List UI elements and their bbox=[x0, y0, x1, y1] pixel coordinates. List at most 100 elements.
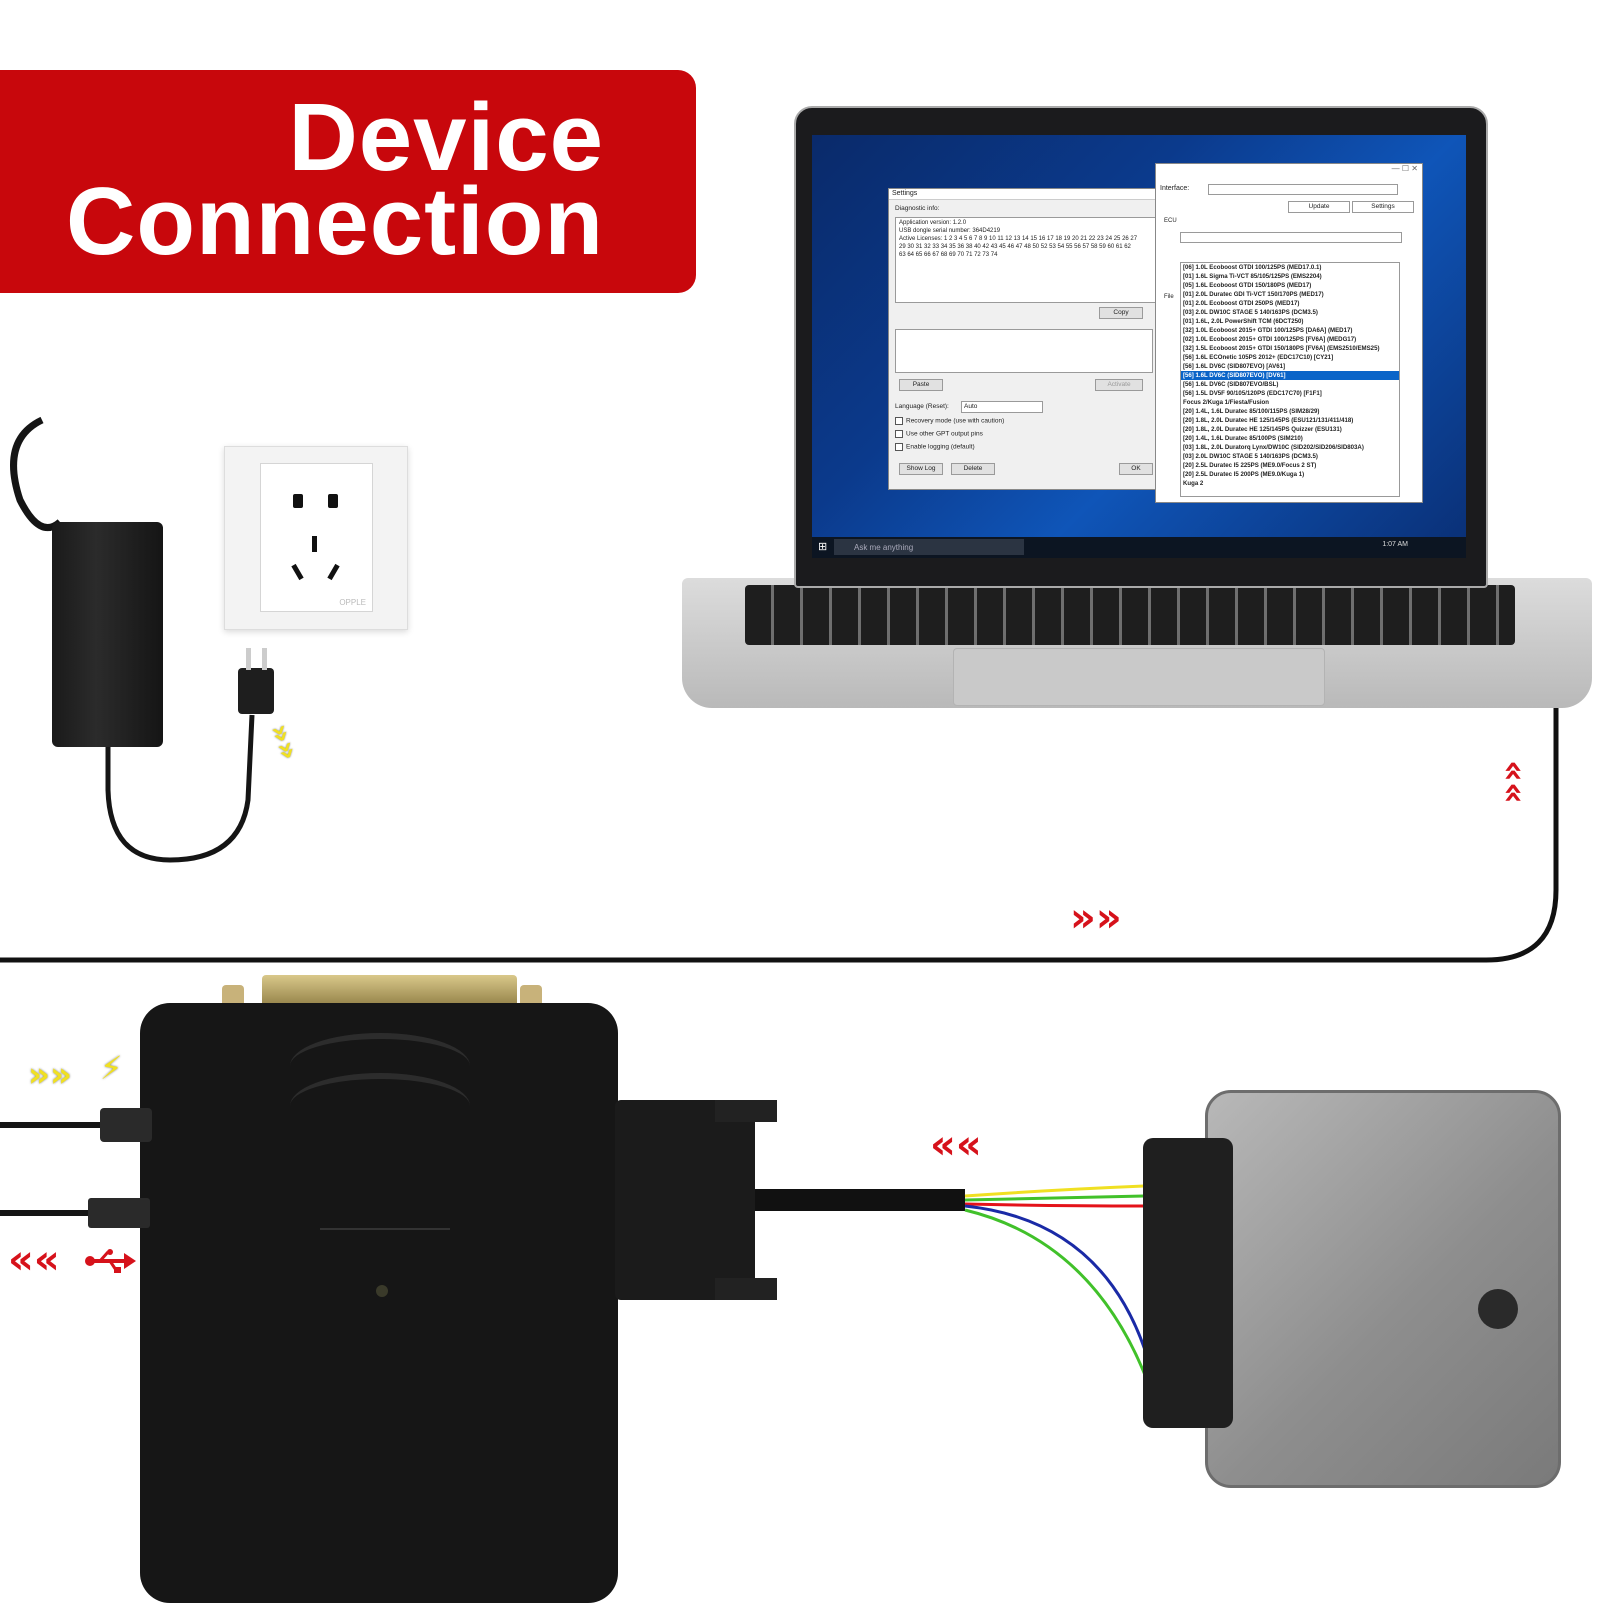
usb-plug bbox=[88, 1198, 150, 1228]
chevron-arrows-icon: «« bbox=[8, 1237, 60, 1283]
socket-slot-ground bbox=[312, 536, 317, 552]
power-jack bbox=[100, 1108, 152, 1142]
wire-red bbox=[964, 1202, 1146, 1208]
chevron-arrows-icon: «« bbox=[930, 1122, 982, 1168]
logging-checkbox[interactable]: Enable logging (default) bbox=[895, 443, 975, 451]
wire-green-1 bbox=[964, 1194, 1146, 1202]
ecu-list-item[interactable]: [02] 1.0L Ecoboost 2015+ GTDI 100/125PS … bbox=[1183, 336, 1357, 343]
main-settings-button[interactable]: Settings bbox=[1352, 201, 1414, 213]
laptop-keyboard bbox=[745, 585, 1515, 645]
db-cable-plug bbox=[615, 1100, 755, 1300]
ecu-list-item[interactable]: [56] 1.5L DV5F 90/105/120PS (EDC17C70) [… bbox=[1183, 390, 1322, 397]
ecu-vent bbox=[1478, 1289, 1518, 1329]
socket-slot-lower-right bbox=[327, 563, 340, 581]
diag-label: Diagnostic info: bbox=[895, 205, 940, 212]
ecu-label: ECU bbox=[1164, 218, 1177, 224]
chevron-arrows-icon: »» bbox=[1491, 760, 1532, 804]
ecu-list-item[interactable]: [01] 1.6L, 2.0L PowerShift TCM (6DCT250) bbox=[1183, 318, 1304, 325]
ecu-select[interactable] bbox=[1180, 232, 1402, 243]
socket-slot-right bbox=[328, 494, 338, 508]
show-log-button[interactable]: Show Log bbox=[899, 463, 943, 475]
ecu-unit bbox=[1205, 1090, 1561, 1488]
device-divider bbox=[320, 1228, 450, 1230]
ecu-list-item[interactable]: [20] 2.5L Duratec I5 200PS (ME9.0/Kuga 1… bbox=[1183, 471, 1305, 478]
ecu-list-item[interactable]: [20] 1.8L, 2.0L Duratec HE 125/145PS (ES… bbox=[1183, 417, 1354, 424]
ecu-connector bbox=[1143, 1138, 1233, 1428]
plug-thumbscrew-top bbox=[715, 1100, 777, 1122]
power-plug bbox=[238, 668, 274, 714]
ecu-list-item[interactable]: [56] 1.6L ECOnetic 105PS 2012+ (EDC17C10… bbox=[1183, 354, 1334, 361]
plug-thumbscrew-bottom bbox=[715, 1278, 777, 1300]
ecu-list-item[interactable]: [03] 2.0L DW10C STAGE 5 140/163PS (DCM3.… bbox=[1183, 453, 1318, 460]
paste-button[interactable]: Paste bbox=[899, 379, 943, 391]
taskbar-clock: 1:07 AM bbox=[1382, 541, 1408, 548]
plug-pin-left bbox=[246, 648, 251, 670]
wire-blue bbox=[964, 1204, 1147, 1351]
connector-screw-left bbox=[222, 985, 244, 1007]
window-controls[interactable]: — ☐ ✕ bbox=[1391, 164, 1418, 173]
outlet-face: OPPLE bbox=[260, 463, 373, 612]
outlet-brand: OPPLE bbox=[339, 598, 366, 607]
ecu-list[interactable]: [06] 1.0L Ecoboost GTDI 100/125PS (MED17… bbox=[1180, 262, 1400, 497]
device-arc-mid bbox=[290, 1073, 470, 1139]
title-line-1: Device bbox=[288, 84, 604, 191]
ecu-list-item[interactable]: [20] 1.4L, 1.6L Duratec 85/100/115PS (SI… bbox=[1183, 408, 1320, 415]
ok-button[interactable]: OK bbox=[1119, 463, 1153, 475]
adapter-input-cord bbox=[10, 416, 63, 531]
gpt-checkbox[interactable]: Use other GPT output pins bbox=[895, 430, 983, 438]
interface-label: Interface: bbox=[1160, 185, 1190, 192]
ecu-list-item[interactable]: [32] 1.5L Ecoboost 2015+ GTDI 150/180PS … bbox=[1183, 345, 1380, 352]
file-label: File bbox=[1164, 294, 1174, 300]
laptop-usb-cable bbox=[0, 705, 1559, 963]
main-window: — ☐ ✕ Interface: Update Settings ECU Fil… bbox=[1155, 163, 1423, 503]
chevron-arrows-icon: »» bbox=[1070, 895, 1122, 941]
ecu-list-item[interactable]: [01] 2.0L Duratec GDI Ti-VCT 150/170PS (… bbox=[1183, 291, 1324, 298]
license-input[interactable] bbox=[895, 329, 1153, 373]
ecu-list-item[interactable]: [06] 1.0L Ecoboost GTDI 100/125PS (MED17… bbox=[1183, 264, 1322, 271]
update-button[interactable]: Update bbox=[1288, 201, 1350, 213]
settings-window: Settings Diagnostic info: Application ve… bbox=[888, 188, 1160, 490]
recovery-checkbox[interactable]: Recovery mode (use with caution) bbox=[895, 417, 1004, 425]
delete-button[interactable]: Delete bbox=[951, 463, 995, 475]
wire-yellow bbox=[964, 1184, 1146, 1198]
language-label: Language (Reset): bbox=[895, 403, 949, 410]
ecu-list-item[interactable]: Kuga 2 bbox=[1183, 480, 1204, 487]
language-select[interactable]: Auto bbox=[961, 401, 1043, 413]
plug-pin-right bbox=[262, 648, 267, 670]
ecu-list-item[interactable]: [32] 1.0L Ecoboost 2015+ GTDI 100/125PS … bbox=[1183, 327, 1353, 334]
ecu-list-item[interactable]: [01] 2.0L Ecoboost GTDI 250PS (MED17) bbox=[1183, 300, 1300, 307]
ecu-list-item[interactable]: [05] 1.6L Ecoboost GTDI 150/180PS (MED17… bbox=[1183, 282, 1312, 289]
connector-screw-right bbox=[520, 985, 542, 1007]
windows-taskbar: ⊞ Ask me anything 1:07 AM bbox=[812, 537, 1466, 558]
diag-info-text: Application version: 1.2.0 USB dongle se… bbox=[895, 217, 1159, 303]
socket-slot-left bbox=[293, 494, 303, 508]
chevron-arrows-icon: »» bbox=[28, 1055, 72, 1095]
programmer-device bbox=[140, 1003, 618, 1603]
power-adapter bbox=[52, 522, 163, 747]
settings-titlebar: Settings bbox=[889, 189, 1159, 200]
adapter-output-cord bbox=[105, 714, 255, 863]
copy-button[interactable]: Copy bbox=[1099, 307, 1143, 319]
title-line-2: Connection bbox=[66, 168, 604, 275]
ecu-list-item[interactable]: [20] 1.8L, 2.0L Duratec HE 125/145PS Qui… bbox=[1183, 426, 1342, 433]
ecu-list-item[interactable]: [56] 1.6L DV6C (SID807EVO) [AV61] bbox=[1183, 363, 1286, 370]
ecu-list-item[interactable]: [56] 1.6L DV6C (SID807EVO) [DV61] bbox=[1181, 371, 1399, 380]
ecu-list-item[interactable]: [03] 1.8L, 2.0L Duratorq Lynx/DW10C (SID… bbox=[1183, 444, 1364, 451]
ecu-list-item[interactable]: [20] 2.5L Duratec I5 225PS (ME9.0/Focus … bbox=[1183, 462, 1317, 469]
interface-select[interactable] bbox=[1208, 184, 1398, 195]
ecu-list-item[interactable]: Focus 2/Kuga 1/Fiesta/Fusion bbox=[1183, 399, 1270, 406]
ecu-list-item[interactable]: [01] 1.6L Sigma Ti-VCT 85/105/125PS (EMS… bbox=[1183, 273, 1322, 280]
laptop-trackpad bbox=[953, 648, 1325, 706]
search-placeholder: Ask me anything bbox=[854, 543, 914, 552]
title-banner: Device Connection bbox=[0, 70, 696, 293]
lightning-icon: ⚡ bbox=[100, 1049, 123, 1087]
activate-button[interactable]: Activate bbox=[1095, 379, 1143, 391]
ecu-list-item[interactable]: [20] 1.4L, 1.6L Duratec 85/100PS (SIM210… bbox=[1183, 435, 1303, 442]
windows-start-icon[interactable]: ⊞ bbox=[818, 541, 828, 553]
ecu-list-item[interactable]: [03] 2.0L DW10C STAGE 5 140/163PS (DCM3.… bbox=[1183, 309, 1318, 316]
usb-icon bbox=[85, 1249, 136, 1273]
device-arc-top bbox=[290, 1033, 470, 1099]
status-led bbox=[376, 1285, 388, 1297]
taskbar-search-box[interactable]: Ask me anything bbox=[834, 539, 1024, 555]
ecu-list-item[interactable]: [56] 1.6L DV6C (SID807EVO/BSL) bbox=[1183, 381, 1279, 388]
